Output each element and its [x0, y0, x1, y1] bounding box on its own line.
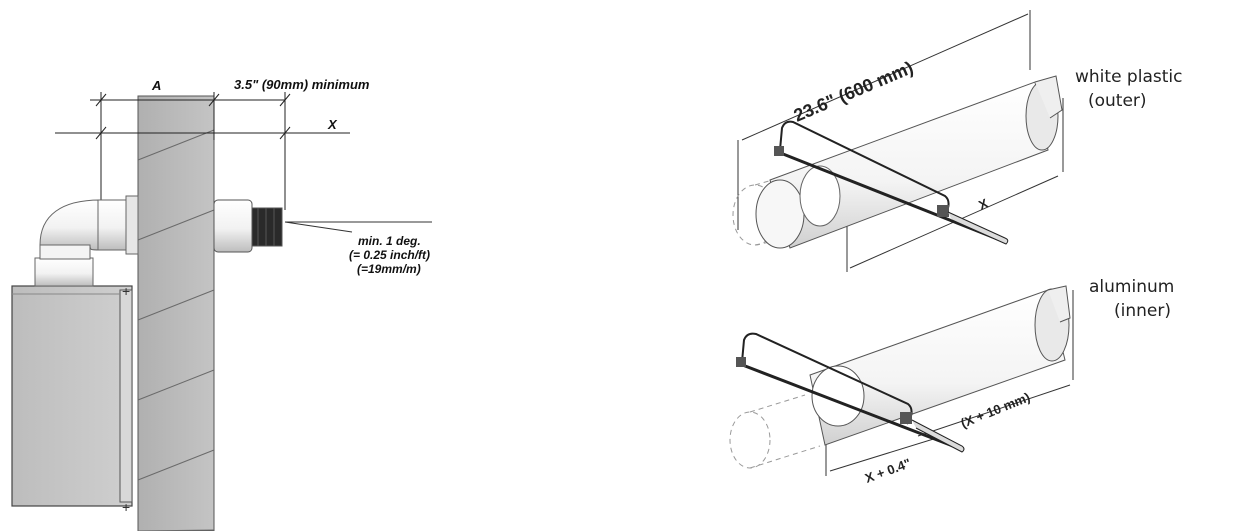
wall — [137, 95, 215, 531]
outer-pipe-cut-diagram: 23.6" (600 mm) X white plastic (outer) — [732, 10, 1182, 272]
length-label: 23.6" (600 mm) — [791, 57, 916, 125]
slope-note-line2: (= 0.25 inch/ft) — [349, 248, 430, 262]
white-plastic-tube — [755, 75, 1063, 249]
label-a: A — [151, 78, 161, 93]
hacksaw-top — [774, 120, 1009, 245]
wall-section-diagram: + + A 3.5" (90mm) minimum X — [11, 77, 432, 531]
label-min-clearance: 3.5" (90mm) minimum — [234, 77, 370, 92]
material-inner-line2: (inner) — [1114, 301, 1171, 321]
dimension-lines — [55, 92, 350, 225]
vent-elbow-pipe — [34, 195, 139, 287]
slope-indicator — [284, 221, 432, 233]
material-outer-line2: (outer) — [1088, 91, 1147, 111]
svg-text:+: + — [122, 283, 130, 299]
inch-offset-label: X + 0.4" — [863, 455, 913, 485]
label-x-left: X — [327, 117, 338, 132]
slope-note-line1: min. 1 deg. — [358, 234, 421, 248]
hacksaw-bottom — [736, 332, 965, 453]
material-inner-line1: aluminum — [1089, 277, 1174, 297]
inner-pipe-cut-diagram: X + 0.4" (X + 10 mm) aluminum (inner) — [729, 277, 1174, 486]
vent-terminal — [213, 199, 283, 253]
material-outer-line1: white plastic — [1075, 67, 1182, 87]
slope-note-line3: (=19mm/m) — [357, 262, 421, 276]
svg-text:+: + — [122, 499, 130, 515]
aluminum-tube — [809, 285, 1071, 446]
appliance-box: + + — [11, 283, 133, 515]
mm-offset-label: (X + 10 mm) — [959, 389, 1033, 430]
label-x-top: X — [976, 195, 990, 212]
